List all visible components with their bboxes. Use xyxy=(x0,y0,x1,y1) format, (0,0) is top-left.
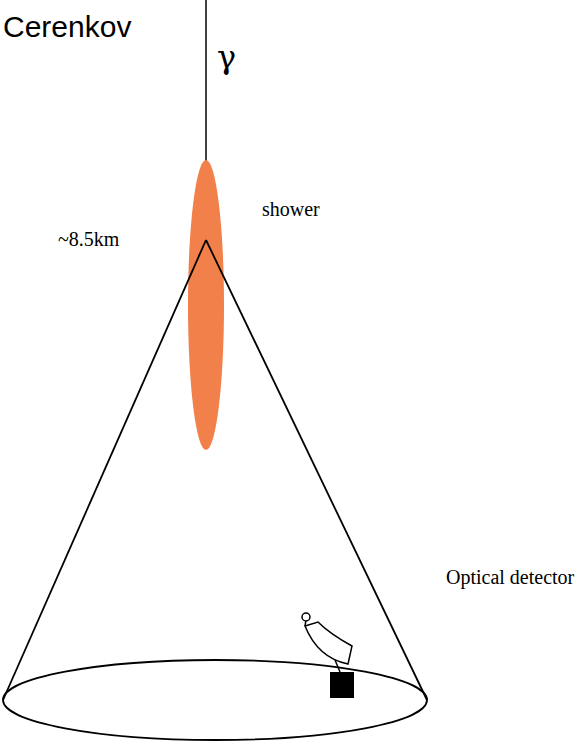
title-label: Cerenkov xyxy=(3,10,131,43)
detector-label: Optical detector xyxy=(446,566,574,588)
cone-edge xyxy=(3,240,206,700)
height-label: ~8.5km xyxy=(58,228,119,250)
gamma-track xyxy=(205,0,207,162)
shower-ellipse xyxy=(188,160,224,450)
detector-symbol xyxy=(302,613,354,698)
cone-edge xyxy=(206,240,427,700)
shower-label: shower xyxy=(262,198,320,220)
light-pool xyxy=(3,660,427,740)
particle-label: γ xyxy=(217,40,236,75)
